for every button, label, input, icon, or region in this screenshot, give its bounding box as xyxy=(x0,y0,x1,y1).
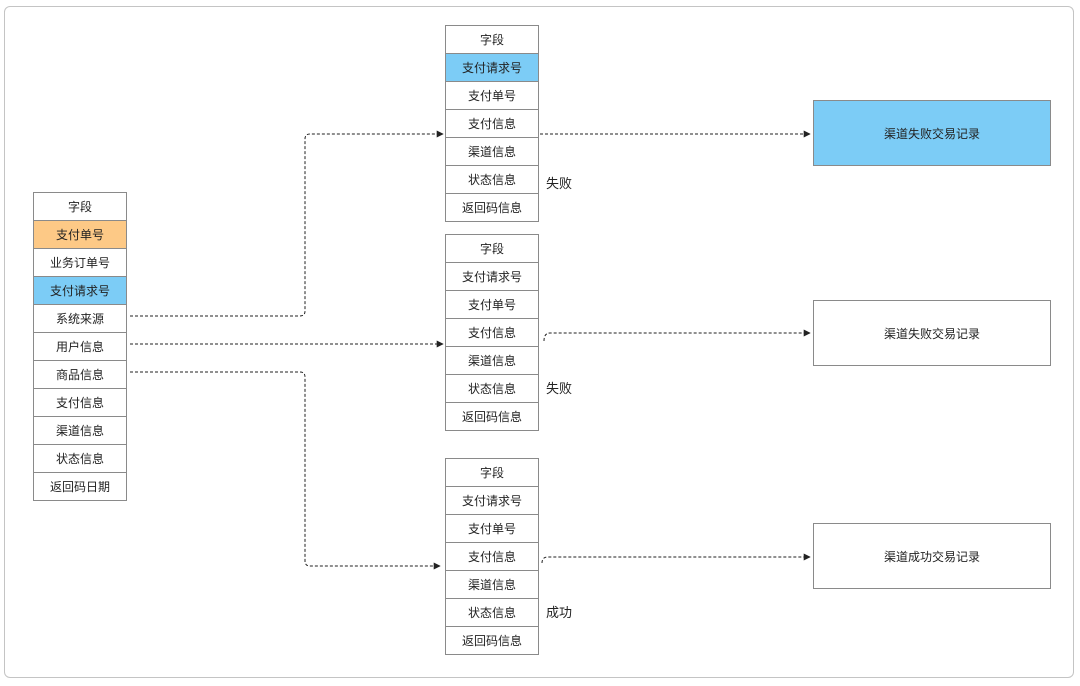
source-row-payment-request-no: 支付请求号 xyxy=(34,276,126,304)
target-row-payment-no: 支付单号 xyxy=(446,514,538,542)
target-table-3: 字段 支付请求号 支付单号 支付信息 渠道信息 状态信息 返回码信息 xyxy=(445,458,539,655)
source-row-product-info: 商品信息 xyxy=(34,360,126,388)
source-row-system-source: 系统来源 xyxy=(34,304,126,332)
status-label-2: 失败 xyxy=(546,382,573,397)
source-row-payment-info: 支付信息 xyxy=(34,388,126,416)
source-row-payment-no: 支付单号 xyxy=(34,220,126,248)
target-table-header: 字段 xyxy=(446,25,538,53)
target-row-payment-no: 支付单号 xyxy=(446,81,538,109)
target-table-1: 字段 支付请求号 支付单号 支付信息 渠道信息 状态信息 返回码信息 xyxy=(445,25,539,222)
target-table-header: 字段 xyxy=(446,458,538,486)
target-row-payment-info: 支付信息 xyxy=(446,109,538,137)
connector-source-to-table-3 xyxy=(130,371,441,570)
target-row-status-info: 状态信息 xyxy=(446,374,538,402)
source-row-return-code-date: 返回码日期 xyxy=(34,472,126,501)
result-box-1: 渠道失败交易记录 xyxy=(813,100,1051,166)
source-row-user-info: 用户信息 xyxy=(34,332,126,360)
target-row-return-code-info: 返回码信息 xyxy=(446,402,538,431)
target-row-channel-info: 渠道信息 xyxy=(446,137,538,165)
connector-source-to-table-1 xyxy=(130,130,444,317)
target-row-status-info: 状态信息 xyxy=(446,598,538,626)
source-row-business-order-no: 业务订单号 xyxy=(34,248,126,276)
result-box-2: 渠道失败交易记录 xyxy=(813,300,1051,366)
source-row-channel-info: 渠道信息 xyxy=(34,416,126,444)
result-box-3: 渠道成功交易记录 xyxy=(813,523,1051,589)
source-row-status-info: 状态信息 xyxy=(34,444,126,472)
status-label-3: 成功 xyxy=(546,606,573,621)
target-row-payment-request-no: 支付请求号 xyxy=(446,53,538,81)
source-table-header: 字段 xyxy=(34,192,126,220)
target-table-2: 字段 支付请求号 支付单号 支付信息 渠道信息 状态信息 返回码信息 xyxy=(445,234,539,431)
status-label-1: 失败 xyxy=(546,177,573,192)
target-row-payment-request-no: 支付请求号 xyxy=(446,486,538,514)
connector-table-3-to-result-3 xyxy=(541,553,811,564)
target-table-header: 字段 xyxy=(446,234,538,262)
target-row-return-code-info: 返回码信息 xyxy=(446,193,538,222)
target-row-channel-info: 渠道信息 xyxy=(446,346,538,374)
connector-table-2-to-result-2 xyxy=(543,329,811,342)
target-row-payment-no: 支付单号 xyxy=(446,290,538,318)
target-row-status-info: 状态信息 xyxy=(446,165,538,193)
target-row-return-code-info: 返回码信息 xyxy=(446,626,538,655)
canvas-frame xyxy=(4,6,1074,678)
target-row-channel-info: 渠道信息 xyxy=(446,570,538,598)
target-row-payment-info: 支付信息 xyxy=(446,318,538,346)
target-row-payment-info: 支付信息 xyxy=(446,542,538,570)
source-table: 字段 支付单号 业务订单号 支付请求号 系统来源 用户信息 商品信息 支付信息 … xyxy=(33,192,127,501)
target-row-payment-request-no: 支付请求号 xyxy=(446,262,538,290)
